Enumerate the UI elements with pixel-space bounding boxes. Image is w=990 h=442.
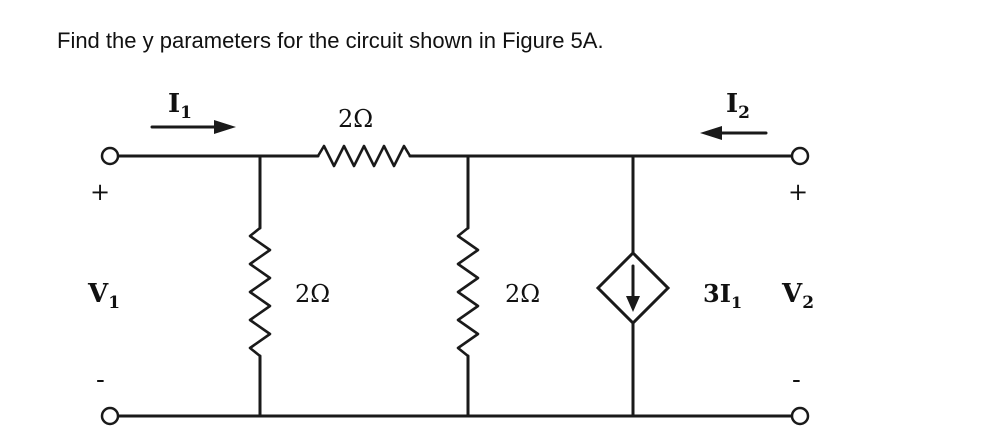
label-i1: I1: [168, 89, 192, 123]
question-text: Find the y parameters for the circuit sh…: [57, 28, 604, 53]
label-i2: I2: [726, 89, 750, 123]
label-dependent-source: 3I1: [703, 279, 742, 312]
label-port1-plus: +: [90, 178, 110, 206]
label-port2-plus: +: [788, 178, 808, 206]
terminal-port1-top: [100, 146, 120, 166]
terminal-port2-top: [790, 146, 810, 166]
label-port2-minus: -: [792, 365, 801, 395]
shunt-resistor-2: [456, 226, 480, 358]
label-shunt-resistor-1: 2Ω: [295, 280, 330, 308]
label-v1: V1: [87, 279, 120, 313]
shunt-resistor-1: [248, 226, 272, 358]
label-v2: V2: [781, 279, 814, 313]
series-resistor: [316, 144, 412, 168]
terminal-port1-bottom: [100, 406, 120, 426]
terminal-port2-bottom: [790, 406, 810, 426]
i2-arrow-left-icon: [700, 126, 722, 140]
source-arrow-down-icon: [626, 296, 640, 312]
label-port1-minus: -: [96, 365, 105, 395]
label-series-resistor: 2Ω: [338, 105, 373, 133]
label-shunt-resistor-2: 2Ω: [505, 280, 540, 308]
i1-arrow-right-icon: [214, 120, 236, 134]
